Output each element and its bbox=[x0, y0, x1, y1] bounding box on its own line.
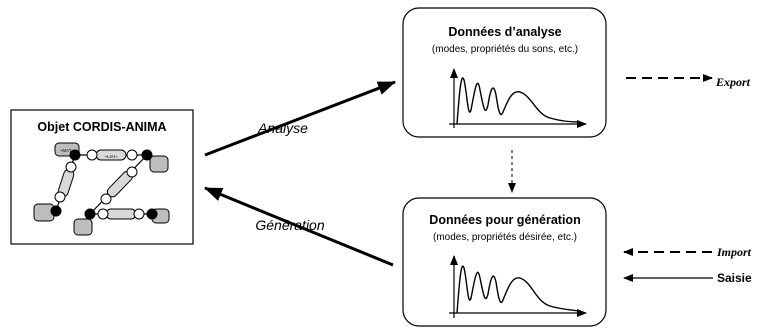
generation-box: Données pour génération (modes, propriét… bbox=[402, 197, 607, 327]
import-label: Import bbox=[716, 245, 752, 259]
link-element-label: ~LIAI~ bbox=[104, 154, 118, 159]
analysis-waveform bbox=[449, 68, 587, 128]
mass-node bbox=[69, 149, 81, 161]
fixed-point bbox=[149, 155, 169, 173]
analyse-label: Analyse bbox=[257, 120, 308, 136]
white-node bbox=[86, 149, 98, 161]
white-node bbox=[97, 208, 109, 220]
analysis-box-subtitle: (modes, propriétés du sons, etc.) bbox=[432, 44, 578, 55]
white-node bbox=[126, 149, 138, 161]
generation-waveform bbox=[449, 255, 587, 318]
saisie-label: Saisie bbox=[717, 271, 752, 285]
link-element bbox=[105, 208, 137, 220]
fixed-point bbox=[73, 218, 93, 236]
export-label: Export bbox=[715, 75, 751, 89]
white-node bbox=[100, 193, 112, 205]
object-box-title: Objet CORDIS-ANIMA bbox=[37, 120, 166, 134]
fixed-point-label: ~MAT~ bbox=[60, 148, 75, 153]
mass-node bbox=[84, 208, 96, 220]
analysis-box: Données d’analyse (modes, propriétés du … bbox=[402, 7, 607, 138]
white-node bbox=[65, 161, 77, 173]
generation-box-subtitle: (modes, propriétés désirée, etc.) bbox=[433, 232, 577, 243]
generation-box-title: Données pour génération bbox=[429, 213, 580, 227]
object-box: Objet CORDIS-ANIMA ~MAT~ ~LIAI~ bbox=[10, 109, 194, 245]
white-node bbox=[133, 208, 145, 220]
analysis-box-title: Données d’analyse bbox=[448, 25, 561, 39]
mass-node bbox=[50, 205, 62, 217]
generation-arrow bbox=[204, 186, 394, 267]
mass-node bbox=[141, 149, 153, 161]
white-node bbox=[54, 191, 66, 203]
mass-link-network: ~MAT~ ~LIAI~ bbox=[33, 142, 170, 236]
mass-node bbox=[146, 208, 158, 220]
white-node bbox=[126, 166, 138, 178]
analyse-arrow bbox=[204, 80, 396, 157]
generation-label: Génération bbox=[255, 217, 324, 233]
